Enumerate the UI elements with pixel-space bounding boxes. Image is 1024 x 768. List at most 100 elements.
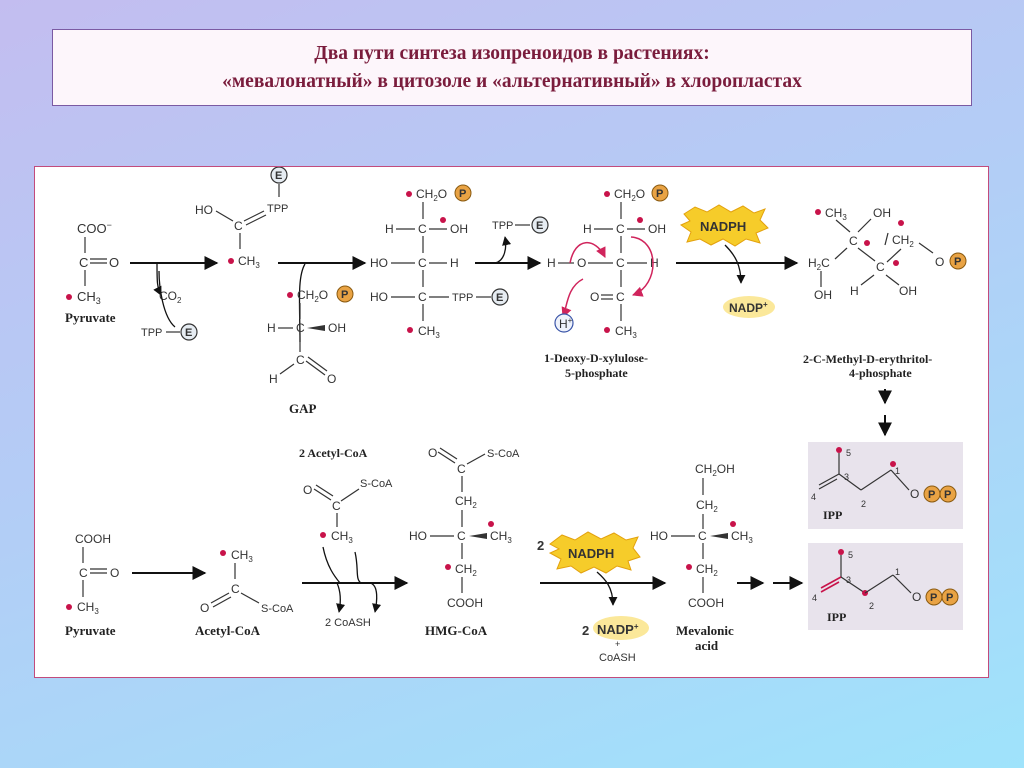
svg-text:5: 5 bbox=[846, 448, 851, 458]
svg-text:E: E bbox=[536, 220, 543, 232]
svg-text:P: P bbox=[459, 188, 466, 200]
ch3-text: CH3 bbox=[77, 289, 101, 306]
mep-molecule: CH3 OH C H2C OH C H OH CH2 O P 2-C-Methy… bbox=[803, 206, 967, 380]
coo-text: COO− bbox=[77, 220, 112, 236]
nadph-burst-bottom bbox=[548, 531, 641, 574]
mevalonic-molecule: CH2OH CH2 HO C CH3 CH2 COOH Mevalonic ac… bbox=[650, 462, 753, 653]
svg-text:OH: OH bbox=[899, 284, 917, 298]
svg-text:3: 3 bbox=[844, 472, 849, 482]
svg-text:C: C bbox=[616, 256, 625, 270]
svg-text:H: H bbox=[269, 372, 278, 386]
svg-text:TPP: TPP bbox=[267, 203, 288, 215]
phosphate-icon bbox=[949, 252, 967, 270]
svg-text:NADP+: NADP+ bbox=[597, 622, 639, 637]
svg-text:O: O bbox=[303, 483, 312, 497]
svg-text:P: P bbox=[930, 592, 937, 604]
svg-text:1: 1 bbox=[895, 567, 900, 577]
svg-text:H2C: H2C bbox=[808, 256, 830, 272]
ipp-bottom-bg bbox=[808, 543, 963, 630]
svg-text:CH3: CH3 bbox=[615, 324, 637, 340]
phosphate-icon bbox=[939, 485, 957, 503]
svg-text:O: O bbox=[590, 290, 599, 304]
pyruvate-bottom: COOH C O CH3 Pyruvate bbox=[65, 532, 119, 638]
gap-label: GAP bbox=[289, 401, 317, 416]
svg-text:4: 4 bbox=[811, 492, 816, 502]
nadph-burst-top bbox=[679, 204, 769, 247]
svg-text:H: H bbox=[650, 256, 659, 270]
svg-text:C: C bbox=[616, 222, 625, 236]
svg-text:3: 3 bbox=[846, 575, 851, 585]
pyruvate-top-label: Pyruvate bbox=[65, 310, 116, 325]
svg-text:O: O bbox=[912, 590, 921, 604]
svg-text:C: C bbox=[418, 256, 427, 270]
ipp-top-label: IPP bbox=[823, 508, 842, 522]
c-atom: C bbox=[79, 255, 88, 270]
dxp-label-1: 1-Deoxy-D-xylulose- bbox=[544, 351, 648, 365]
two-acetylcoa-label: 2 Acetyl-CoA bbox=[299, 446, 368, 460]
svg-text:C: C bbox=[296, 353, 305, 367]
svg-text:TPP: TPP bbox=[492, 220, 513, 232]
svg-text:HO: HO bbox=[370, 256, 388, 270]
pathway-diagram: COO− C O CH3 Pyruvate CO2 TPP E E TPP HO… bbox=[65, 167, 967, 664]
enzyme-icon bbox=[491, 288, 509, 306]
svg-text:S-CoA: S-CoA bbox=[487, 448, 520, 460]
o-atom: O bbox=[109, 255, 119, 270]
svg-text:CH2: CH2 bbox=[696, 562, 718, 578]
mevalonic-label-2: acid bbox=[695, 638, 719, 653]
svg-text:S-CoA: S-CoA bbox=[360, 478, 393, 490]
svg-text:O: O bbox=[327, 372, 336, 386]
svg-text:E: E bbox=[275, 170, 282, 182]
svg-text:OH: OH bbox=[814, 288, 832, 302]
mep-label-1: 2-C-Methyl-D-erythritol- bbox=[803, 352, 932, 366]
svg-text:P: P bbox=[656, 188, 663, 200]
tpp-text: TPP bbox=[141, 327, 162, 339]
svg-text:C: C bbox=[698, 529, 707, 543]
svg-text:C: C bbox=[418, 222, 427, 236]
svg-text:2: 2 bbox=[869, 601, 874, 611]
svg-text:C: C bbox=[296, 321, 305, 335]
svg-text:CH3: CH3 bbox=[490, 529, 512, 545]
svg-text:P: P bbox=[944, 489, 951, 501]
title-line-2: «мевалонатный» в цитозоле и «альтернатив… bbox=[222, 70, 802, 92]
proton-icon bbox=[554, 313, 574, 333]
ipp-top-box: 5 4 3 2 1 O P P IPP bbox=[808, 442, 963, 529]
svg-text:OH: OH bbox=[328, 321, 346, 335]
hydroxyethyl-tpp: E TPP HO C CH3 bbox=[195, 167, 288, 270]
svg-text:OH: OH bbox=[450, 222, 468, 236]
svg-text:HO: HO bbox=[650, 529, 668, 543]
svg-text:O: O bbox=[428, 446, 437, 460]
enzyme-icon bbox=[531, 216, 549, 234]
svg-text:COOH: COOH bbox=[75, 532, 111, 546]
svg-text:CH3: CH3 bbox=[77, 600, 99, 616]
svg-text:C: C bbox=[457, 529, 466, 543]
svg-text:NADPH: NADPH bbox=[700, 219, 746, 234]
svg-text:CH3: CH3 bbox=[331, 529, 353, 545]
svg-text:O: O bbox=[110, 566, 119, 580]
phosphate-icon bbox=[336, 285, 354, 303]
svg-text:CH2O: CH2O bbox=[614, 187, 645, 203]
svg-text:TPP: TPP bbox=[452, 292, 473, 304]
svg-text:COOH: COOH bbox=[688, 596, 724, 610]
pathway-panel: COO− C O CH3 Pyruvate CO2 TPP E E TPP HO… bbox=[34, 166, 989, 678]
svg-text:P: P bbox=[946, 592, 953, 604]
svg-text:C: C bbox=[79, 566, 88, 580]
svg-text:CH2O: CH2O bbox=[297, 288, 328, 304]
title-line-1: Два пути синтеза изопреноидов в растения… bbox=[314, 42, 710, 64]
two-acetylcoa: 2 Acetyl-CoA O C S-CoA CH3 bbox=[299, 446, 393, 545]
svg-text:C: C bbox=[457, 462, 466, 476]
ipp-bottom-box: 5 4 3 2 1 O P P IPP bbox=[808, 543, 963, 630]
nadp-glow-bottom bbox=[593, 616, 649, 640]
svg-text:1: 1 bbox=[895, 466, 900, 476]
svg-text:CH3: CH3 bbox=[825, 206, 847, 222]
svg-text:HO: HO bbox=[195, 203, 213, 217]
svg-text:E: E bbox=[185, 327, 192, 339]
svg-text:C: C bbox=[616, 290, 625, 304]
svg-text:HO: HO bbox=[409, 529, 427, 543]
co2-text: CO2 bbox=[159, 289, 182, 305]
svg-text:P: P bbox=[928, 489, 935, 501]
enzyme-icon bbox=[180, 323, 198, 341]
svg-text:H: H bbox=[385, 222, 394, 236]
svg-text:NADPH: NADPH bbox=[568, 546, 614, 561]
svg-text:H: H bbox=[267, 321, 276, 335]
svg-text:CH2: CH2 bbox=[455, 494, 477, 510]
